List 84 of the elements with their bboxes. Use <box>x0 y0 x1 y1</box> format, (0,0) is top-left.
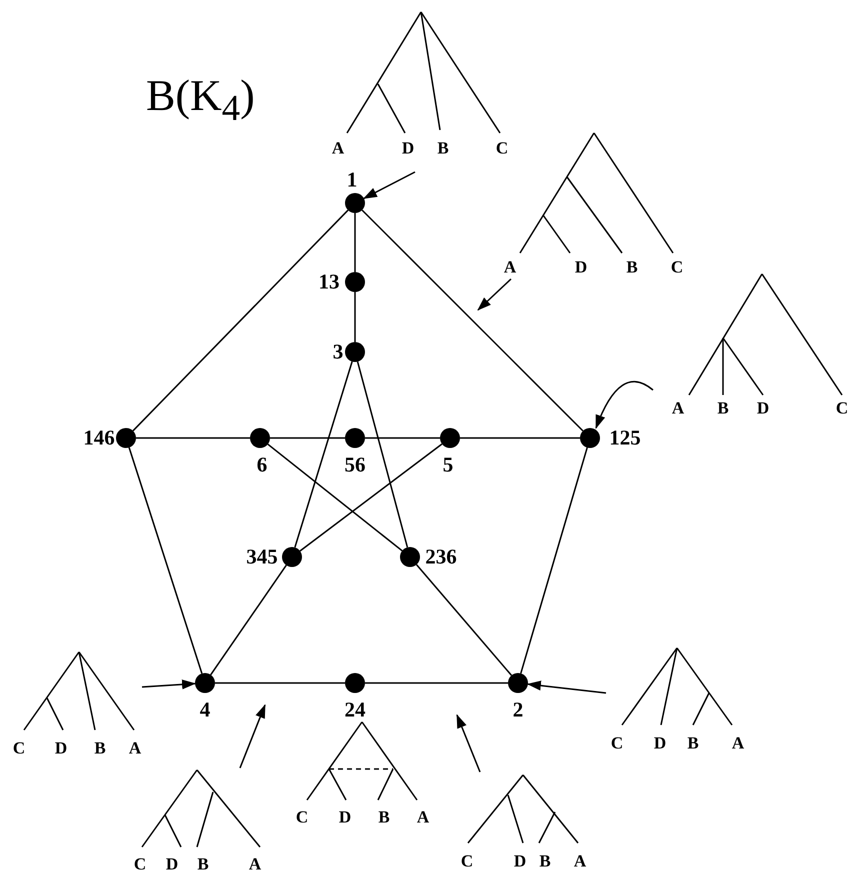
vertex-label: 56 <box>344 454 366 476</box>
vertex-label: 146 <box>83 428 115 448</box>
leaf-label: B <box>378 808 390 826</box>
graph-edge <box>365 437 440 439</box>
leaf-label: D <box>166 856 178 872</box>
leaf-label: A <box>416 808 430 826</box>
graph-edge <box>416 564 512 676</box>
arrow <box>595 381 654 429</box>
graph-edge <box>210 564 287 676</box>
leaf-label: C <box>134 856 146 872</box>
leaf-label: A <box>128 740 142 756</box>
leaf-label: A <box>504 258 516 276</box>
leaf-label: C <box>836 400 848 416</box>
vertex-dot <box>195 673 215 693</box>
vertex-label: 5 <box>442 454 454 476</box>
leaf-label: C <box>610 734 624 752</box>
leaf-label: D <box>574 258 588 276</box>
leaf-label: A <box>248 856 262 872</box>
vertex-label: 2 <box>512 700 524 720</box>
arrow <box>526 680 606 694</box>
vertex-label: 125 <box>609 428 641 448</box>
vertex-dot <box>345 272 365 292</box>
vertex-dot <box>250 428 270 448</box>
vertex-dot <box>440 428 460 448</box>
vertex-label: 13 <box>318 272 340 292</box>
leaf-label: C <box>496 140 508 156</box>
leaf-label: D <box>402 140 414 156</box>
arrow <box>363 171 416 200</box>
vertex-dot <box>345 428 365 448</box>
leaf-label: D <box>54 740 68 756</box>
vertex-label: 236 <box>425 546 457 568</box>
graph-edge <box>354 213 356 272</box>
leaf-label: B <box>626 258 638 276</box>
graph-edge <box>136 437 250 439</box>
leaf-label: C <box>670 258 684 276</box>
vertex-dot <box>345 193 365 213</box>
vertex-label: 4 <box>200 700 210 720</box>
graph-edge <box>362 210 584 432</box>
arrow <box>142 679 196 690</box>
graph-edge <box>300 443 442 552</box>
leaf-label: B <box>687 734 699 752</box>
graph-edge <box>294 361 353 548</box>
vertex-dot <box>580 428 600 448</box>
leaf-label: C <box>460 852 474 870</box>
vertex-dot <box>116 428 136 448</box>
vertex-label: 1 <box>346 170 358 190</box>
leaf-label: D <box>756 400 770 416</box>
graph-edge <box>267 444 403 552</box>
leaf-label: D <box>514 852 526 870</box>
vertex-dot <box>400 547 420 567</box>
diagram-title: B(K$_{4}$) <box>146 74 255 126</box>
vertex-dot <box>345 342 365 362</box>
leaf-label: D <box>654 734 666 752</box>
vertex-dot <box>508 673 528 693</box>
vertex-label: 345 <box>246 546 278 568</box>
leaf-label: A <box>732 734 744 752</box>
arrow <box>477 278 512 311</box>
vertex-label: 6 <box>256 454 268 476</box>
graph-edge <box>270 437 345 439</box>
arrow <box>456 714 481 772</box>
graph-edge <box>460 437 580 439</box>
leaf-label: C <box>12 740 26 756</box>
vertex-dot <box>282 547 302 567</box>
graph-edge <box>365 682 508 684</box>
leaf-label: D <box>338 808 352 826</box>
vertex-label: 3 <box>332 342 344 362</box>
leaf-label: A <box>332 140 344 156</box>
leaf-label: B <box>539 852 551 870</box>
graph-edge <box>354 292 356 342</box>
graph-edge <box>128 447 203 674</box>
graph-edge <box>132 210 349 432</box>
leaf-label: C <box>296 808 308 826</box>
leaf-label: A <box>672 400 684 416</box>
graph-edge <box>520 447 588 674</box>
leaf-label: B <box>717 400 729 416</box>
vertex-label: 24 <box>344 700 366 720</box>
leaf-label: B <box>94 740 106 756</box>
leaf-label: B <box>197 856 209 872</box>
graph-edge <box>215 682 345 684</box>
vertex-dot <box>345 673 365 693</box>
graph-edge <box>356 362 408 548</box>
leaf-label: B <box>437 140 449 156</box>
arrow <box>239 704 266 768</box>
leaf-label: A <box>574 852 586 870</box>
